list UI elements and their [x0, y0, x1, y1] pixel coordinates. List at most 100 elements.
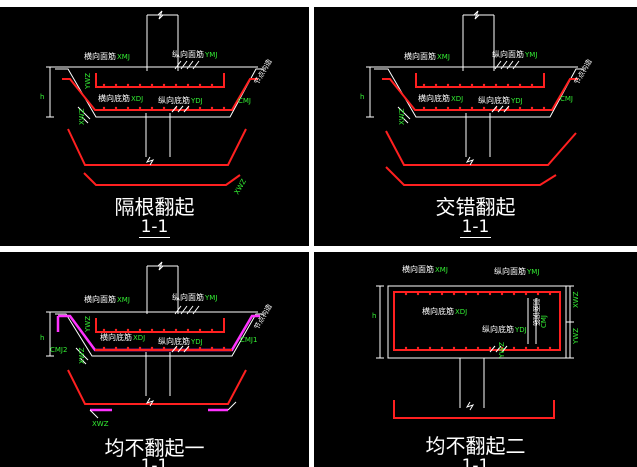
rebar-dots — [404, 292, 552, 350]
label-longitudinal-bottom: 纵向底筋 — [482, 324, 514, 334]
panel-2-title: 交错翻起 — [435, 195, 516, 219]
hatch — [489, 345, 508, 353]
lower-hook-right — [227, 401, 237, 411]
rebar-dots — [422, 83, 546, 110]
dim-slope — [77, 106, 91, 124]
label-longitudinal-top: 纵向面筋 — [492, 49, 524, 59]
break-mark — [157, 10, 164, 20]
lower-rebar-1 — [67, 369, 247, 405]
label-xwz-left: XWZ — [398, 108, 406, 125]
label-ydj: YDJ — [190, 338, 203, 346]
label-h: h — [360, 93, 364, 101]
dim-h — [46, 311, 54, 357]
panel-3: 横向面筋 XMJ 纵向面筋 YMJ 横向底筋 XDJ 纵向底筋 YDJ CMJ1… — [0, 252, 309, 467]
label-h: h — [372, 312, 376, 320]
label-transverse-top: 横向面筋 — [84, 51, 116, 61]
panel-4-section: 1-1 — [314, 456, 637, 467]
label-cmj: CMJ — [238, 97, 251, 105]
label-longitudinal-bottom: 纵向底筋 — [158, 336, 190, 346]
panel-2-section: 1-1 — [314, 217, 637, 238]
top-rebar — [95, 318, 225, 333]
label-xmj: XMJ — [437, 53, 450, 61]
column-outline — [146, 14, 179, 71]
panel-3-section: 1-1 — [0, 456, 309, 467]
panel-3-section-text: 1-1 — [138, 456, 171, 467]
label-ydj: YDJ — [510, 97, 523, 105]
label-longitudinal-top: 纵向面筋 — [172, 292, 204, 302]
label-slope: 节点构造 — [252, 57, 274, 86]
bottom-rebar — [62, 78, 258, 111]
hatch — [491, 60, 520, 113]
lower-rebar-2 — [385, 166, 557, 186]
dim-slope — [397, 106, 411, 124]
label-xmj: XMJ — [117, 296, 130, 304]
rebar-rect — [393, 291, 561, 351]
label-xdj: XDJ — [455, 308, 467, 316]
panel-4-section-text: 1-1 — [459, 456, 492, 467]
label-longitudinal-bottom: 纵向底筋 — [158, 95, 190, 105]
lower-break — [145, 397, 155, 407]
pile-break — [465, 401, 475, 411]
label-ymj: YMJ — [204, 51, 217, 59]
label-xmj: XMJ — [435, 266, 448, 274]
panel-4-drawing: 横向面筋 XMJ 纵向面筋 YMJ 横向底筋 XDJ 纵向底筋 YDJ 侧面钢筋… — [372, 264, 580, 419]
slab-outline — [55, 68, 262, 118]
label-ywz-bottom: YWZ — [498, 342, 506, 359]
lower-hook-left — [89, 409, 99, 419]
hatch — [171, 305, 200, 353]
label-xdj: XDJ — [131, 95, 143, 103]
label-h: h — [40, 334, 44, 342]
top-rebar — [415, 73, 545, 88]
panel-2-section-text: 1-1 — [459, 217, 492, 238]
label-h: h — [40, 93, 44, 101]
label-ydj: YDJ — [190, 97, 203, 105]
label-cmj: CMJ — [560, 95, 573, 103]
dim-h — [366, 66, 374, 118]
dim-h — [376, 285, 384, 359]
label-ymj: YMJ — [204, 294, 217, 302]
panel-1-section-text: 1-1 — [138, 217, 171, 238]
pile-outline — [145, 113, 171, 157]
panel-1: 横向面筋 XMJ 纵向面筋 YMJ 横向底筋 XDJ 纵向底筋 YDJ CMJ … — [0, 7, 309, 246]
hatch — [171, 60, 200, 113]
label-ymj: YMJ — [526, 268, 539, 276]
label-xwz-left: XWZ — [78, 347, 86, 364]
dim-h — [46, 66, 54, 118]
top-rebar — [95, 73, 225, 88]
panel-1-drawing: 横向面筋 XMJ 纵向面筋 YMJ 横向底筋 XDJ 纵向底筋 YDJ CMJ … — [40, 10, 274, 196]
label-transverse-bottom: 横向底筋 — [98, 93, 130, 103]
pile-outline — [465, 113, 491, 157]
label-transverse-top: 横向面筋 — [84, 294, 116, 304]
pile-outline — [459, 358, 485, 408]
label-slope: 节点构造 — [572, 57, 594, 86]
label-longitudinal-top: 纵向面筋 — [172, 49, 204, 59]
lower-rebar-1 — [67, 128, 247, 166]
lower-rebar-2 — [83, 172, 241, 186]
label-longitudinal-top: 纵向面筋 — [494, 266, 526, 276]
panel-3-drawing: 横向面筋 XMJ 纵向面筋 YMJ 横向底筋 XDJ 纵向底筋 YDJ CMJ1… — [40, 261, 274, 428]
column-outline — [462, 14, 495, 71]
bottom-rebar — [382, 78, 578, 111]
panel-3-title: 均不翻起一 — [104, 436, 205, 460]
break-mark — [473, 10, 480, 20]
lower-rebar — [393, 400, 555, 419]
label-xdj: XDJ — [451, 95, 463, 103]
dim-right — [566, 285, 574, 359]
panel-1-section: 1-1 — [0, 217, 309, 238]
lower-break — [145, 156, 155, 166]
label-xdj: XDJ — [133, 334, 145, 342]
column-outline — [146, 265, 179, 314]
panel-4: 横向面筋 XMJ 纵向面筋 YMJ 横向底筋 XDJ 纵向底筋 YDJ 侧面钢筋… — [314, 252, 637, 467]
label-ydj: YDJ — [514, 326, 527, 334]
lower-break — [465, 156, 475, 166]
label-cmj: CMJ — [540, 315, 548, 328]
slab-outline — [55, 313, 262, 357]
dim-slope — [75, 347, 89, 365]
label-ymj: YMJ — [524, 51, 537, 59]
break-mark — [157, 261, 164, 271]
label-transverse-bottom: 横向底筋 — [418, 93, 450, 103]
label-ywz-top: YWZ — [84, 316, 92, 333]
label-cmj2: CMJ2 — [50, 346, 67, 354]
label-xmj: XMJ — [117, 53, 130, 61]
lower-rebar-1 — [385, 130, 577, 166]
